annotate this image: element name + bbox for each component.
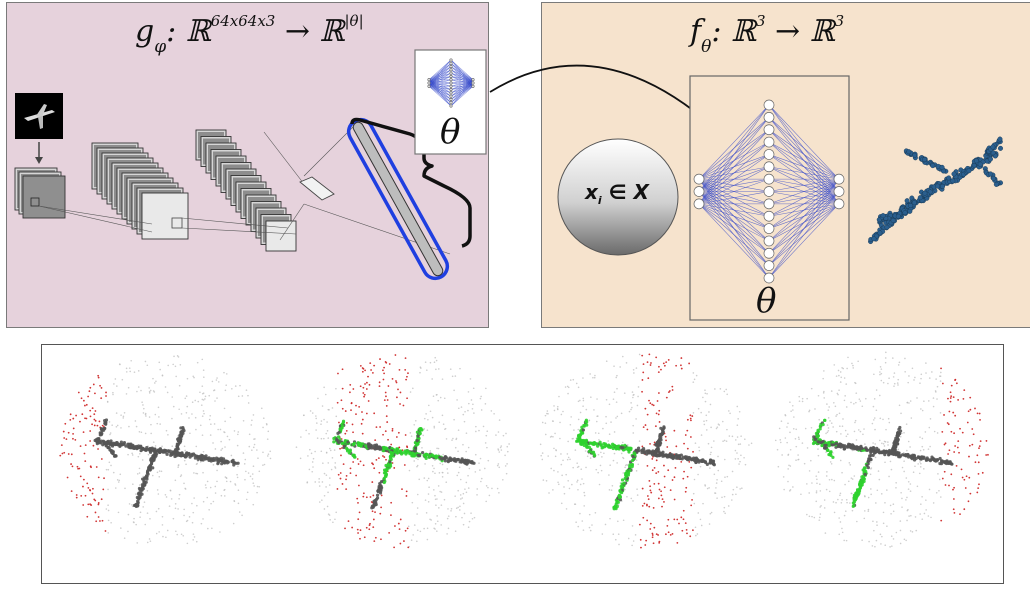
target-arrow: → ℝ <box>765 14 835 49</box>
encoder-range-exp: |θ| <box>344 12 364 30</box>
target-formula: fθ: ℝ3 → ℝ3 <box>690 12 845 57</box>
parameter-brace <box>350 117 472 248</box>
sample-points <box>59 355 272 545</box>
input-image <box>15 93 63 139</box>
target-network-graph <box>693 99 845 284</box>
output-point-cloud <box>868 136 1004 245</box>
sample-points <box>774 351 989 548</box>
point-cloud-views-panel <box>41 344 1004 584</box>
sphere-var: x <box>585 180 598 204</box>
airplane-shape <box>811 418 954 508</box>
encoder-mapping: : ℝ <box>166 14 211 49</box>
hypernetwork-arrow <box>489 64 721 134</box>
network-nodes <box>427 58 475 108</box>
encoder-func: g <box>135 14 155 49</box>
target-domain-exp: 3 <box>755 12 766 30</box>
input-arrow <box>35 142 43 164</box>
conv-kernel-2 <box>171 217 183 229</box>
bottom-view-2 <box>295 354 510 549</box>
network-edges <box>698 104 840 279</box>
target-mapping: : ℝ <box>711 14 756 49</box>
conv-connections <box>38 123 451 255</box>
sample-points <box>295 354 510 549</box>
sphere-sub: i <box>597 194 602 207</box>
bottom-view-3 <box>539 353 753 549</box>
dense-layer <box>299 176 335 201</box>
bottom-view-1 <box>59 355 272 545</box>
airplane-shape <box>93 418 240 509</box>
conv-stack-1 <box>14 167 66 219</box>
theta-large-label: θ <box>756 281 777 321</box>
conv-kernel-1 <box>30 197 40 207</box>
sample-points <box>539 353 753 549</box>
theta-thumbnail-network <box>427 58 475 108</box>
input-sphere <box>557 138 679 256</box>
airplane-shape <box>575 418 716 511</box>
encoder-domain-exp: 64x64x3 <box>210 12 276 30</box>
encoder-formula: gφ: ℝ64x64x3 → ℝ|θ| <box>135 12 364 57</box>
theta-small-label: θ <box>440 112 461 152</box>
encoder-func-sub: φ <box>154 37 167 57</box>
network-nodes <box>693 99 845 284</box>
conv-stack-3 <box>195 129 297 252</box>
conv-stack-2 <box>91 142 189 240</box>
bottom-view-4 <box>774 351 989 548</box>
network-edges <box>428 59 474 107</box>
target-range-exp: 3 <box>834 12 845 30</box>
sphere-rest: ∈ X <box>601 180 649 204</box>
airplane-shape <box>332 419 476 510</box>
target-func-sub: θ <box>701 37 712 57</box>
encoder-conv-layers <box>14 123 451 255</box>
bottom-views <box>59 351 989 549</box>
target-func: f <box>690 14 702 49</box>
encoder-arrow: → ℝ <box>275 14 345 49</box>
sphere-label: xi ∈ X <box>585 180 649 207</box>
